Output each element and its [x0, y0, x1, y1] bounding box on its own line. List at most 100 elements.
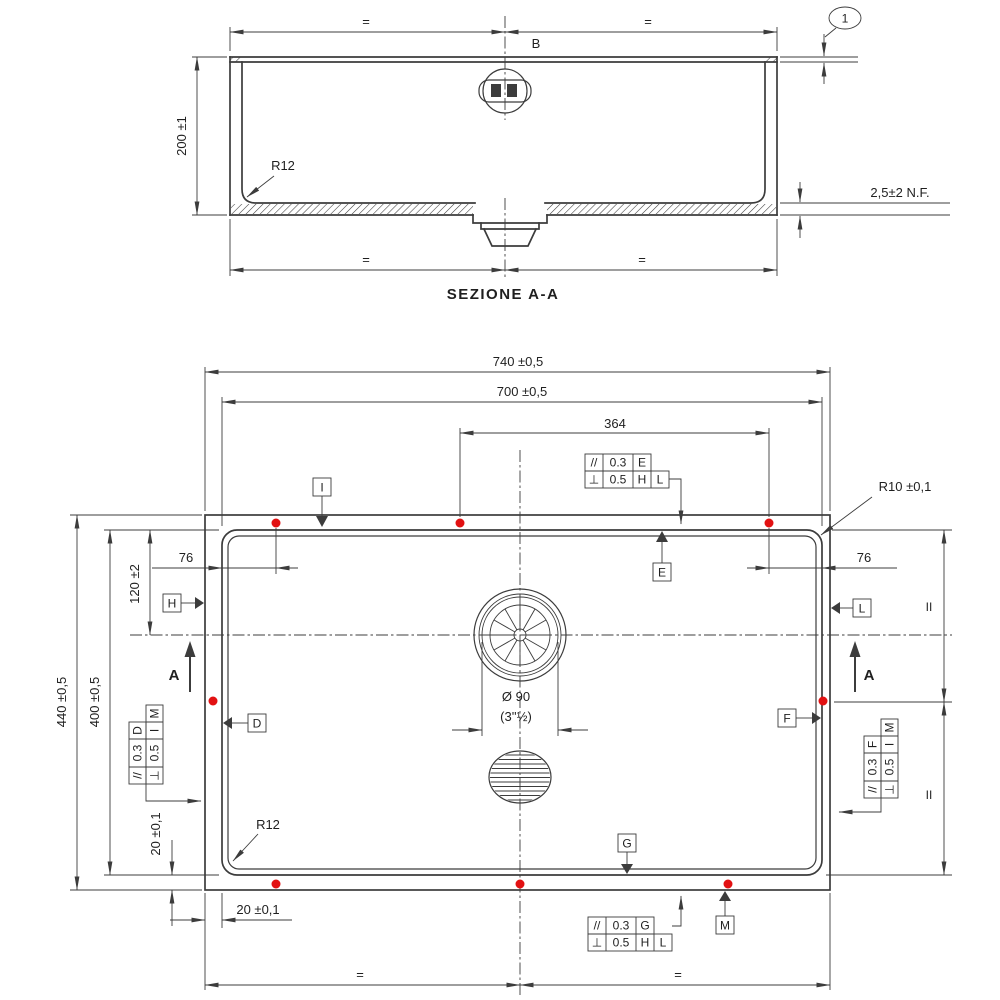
- red-dot: [723, 879, 733, 889]
- plan-r12-leader: [232, 833, 259, 862]
- datum-f-label: F: [783, 712, 790, 726]
- drain-plan: [473, 588, 567, 682]
- datum-d-label: D: [253, 717, 262, 731]
- datum-e: E: [652, 531, 672, 582]
- drain-diameter-inch-label: (3''½): [500, 709, 532, 724]
- datum-m-label: M: [720, 919, 730, 933]
- inner-width-dim-label: 700 ±0,5: [497, 384, 548, 399]
- fcf-left-datum3: M: [148, 709, 162, 719]
- datum-g: G: [617, 833, 637, 874]
- dim-20-left-label: 20 ±0,1: [148, 812, 163, 855]
- r10-label: R10 ±0,1: [879, 479, 932, 494]
- eq-vertical-top-label: II: [926, 600, 933, 614]
- fcf-left-datum2: I: [148, 729, 162, 732]
- section-arrow-label-left: A: [169, 667, 180, 684]
- fcf-top-tol1: 0.3: [610, 456, 627, 470]
- inner-height-dim-label: 400 ±0,5: [87, 677, 102, 728]
- fcf-right-tol2: 0.5: [883, 758, 897, 775]
- fcf-right-datum3: M: [883, 723, 897, 733]
- sink-section-outline: [229, 56, 778, 216]
- fcf-top: // 0.3 E ⊥ 0.5 H L: [584, 453, 684, 525]
- fcf-left-datum1: D: [131, 726, 145, 735]
- fcf-bottom-datum3: L: [660, 936, 667, 950]
- fcf-left-perp-icon: ⊥: [148, 770, 162, 780]
- eq-mark-bottom-right: =: [638, 252, 646, 267]
- red-dot: [764, 518, 774, 528]
- fcf-bottom-tol1: 0.3: [613, 919, 630, 933]
- fcf-bottom-parallel-icon: //: [594, 919, 601, 933]
- section-dimension-lines: [194, 27, 837, 273]
- plan-view: A A I E H L D F G: [54, 354, 952, 995]
- dim-20-bottom-label: 20 ±0,1: [236, 902, 279, 917]
- rim-cut-hatch-right: [765, 57, 777, 62]
- datum-g-label: G: [622, 837, 631, 851]
- fcf-bottom-tol2: 0.5: [613, 936, 630, 950]
- eq-vertical-bottom-label: II: [926, 788, 933, 802]
- plan-eq-bottom-left: =: [356, 967, 364, 982]
- fcf-top-datum3: L: [657, 473, 664, 487]
- fcf-left-tol2: 0.5: [148, 744, 162, 761]
- red-dot: [271, 518, 281, 528]
- r12-leader: [246, 175, 275, 198]
- datum-l-label: L: [859, 602, 866, 616]
- strainer-spokes: [490, 605, 550, 665]
- fcf-right-parallel-icon: //: [866, 786, 880, 793]
- depth-dim-label: 200 ±1: [174, 116, 189, 156]
- datum-h: H: [162, 593, 204, 613]
- fcf-top-perp-icon: ⊥: [589, 473, 599, 487]
- bottom-hatch-right: [547, 204, 776, 214]
- inspection-balloon: 1: [828, 6, 862, 30]
- red-dot: [455, 518, 465, 528]
- fcf-top-tol2: 0.5: [610, 473, 627, 487]
- dim-364-label: 364: [604, 416, 626, 431]
- red-dot: [515, 879, 525, 889]
- overflow-hole-plan: [488, 750, 552, 804]
- overflow-fitting-detail: [478, 68, 532, 114]
- fcf-right: // 0.3 F ⊥ 0.5 I M: [838, 718, 899, 815]
- fcf-left-tol1: 0.3: [131, 744, 145, 761]
- fcf-left: // 0.3 D ⊥ 0.5 I M: [128, 704, 202, 804]
- outer-height-dim-label: 440 ±0,5: [54, 677, 69, 728]
- datum-d: D: [223, 713, 267, 733]
- fcf-top-datum2: H: [638, 473, 647, 487]
- bottom-hatch-left: [231, 204, 473, 214]
- r10-leader: [820, 496, 873, 536]
- fcf-bottom-perp-icon: ⊥: [592, 936, 602, 950]
- plan-extension-lines: [70, 367, 952, 990]
- section-title: SEZIONE A-A: [447, 286, 560, 303]
- bottom-thickness-label: 2,5±2 N.F.: [870, 185, 929, 200]
- datum-h-label: H: [168, 597, 177, 611]
- datum-e-label: E: [658, 566, 666, 580]
- datum-i-label: I: [320, 481, 323, 495]
- dim-76-left-label: 76: [179, 550, 193, 565]
- eq-mark-bottom-left: =: [362, 252, 370, 267]
- section-r12-label: R12: [271, 158, 295, 173]
- fcf-right-tol1: 0.3: [866, 758, 880, 775]
- plan-r12-label: R12: [256, 817, 280, 832]
- fcf-right-datum1: F: [866, 741, 880, 748]
- section-cut-arrows: A A: [169, 641, 875, 692]
- datum-m: M: [715, 891, 735, 935]
- section-extension-lines: [192, 27, 950, 276]
- drain-diameter-label: Ø 90: [502, 689, 530, 704]
- detail-b-label: B: [532, 36, 541, 51]
- red-dot: [208, 696, 218, 706]
- balloon-leader: [824, 27, 837, 38]
- fcf-bottom: // 0.3 G ⊥ 0.5 H L: [587, 895, 684, 952]
- eq-mark-top-left: =: [362, 14, 370, 29]
- section-arrow-label-right: A: [864, 667, 875, 684]
- dim-76-right-label: 76: [857, 550, 871, 565]
- fcf-top-parallel-icon: //: [591, 456, 598, 470]
- fcf-bottom-datum2: H: [641, 936, 650, 950]
- fcf-top-datum1: E: [638, 456, 646, 470]
- datum-f: F: [777, 708, 821, 728]
- fcf-left-parallel-icon: //: [131, 772, 145, 779]
- rim-cut-hatch-left: [230, 57, 242, 62]
- drain-fitting-section: [472, 214, 548, 247]
- balloon-label: 1: [842, 12, 849, 26]
- dim-120-label: 120 ±2: [127, 564, 142, 604]
- fcf-right-datum2: I: [883, 743, 897, 746]
- section-view: 1 = = B 200 ±1 R12 2,5±2 N.F. = = SEZION…: [174, 6, 950, 303]
